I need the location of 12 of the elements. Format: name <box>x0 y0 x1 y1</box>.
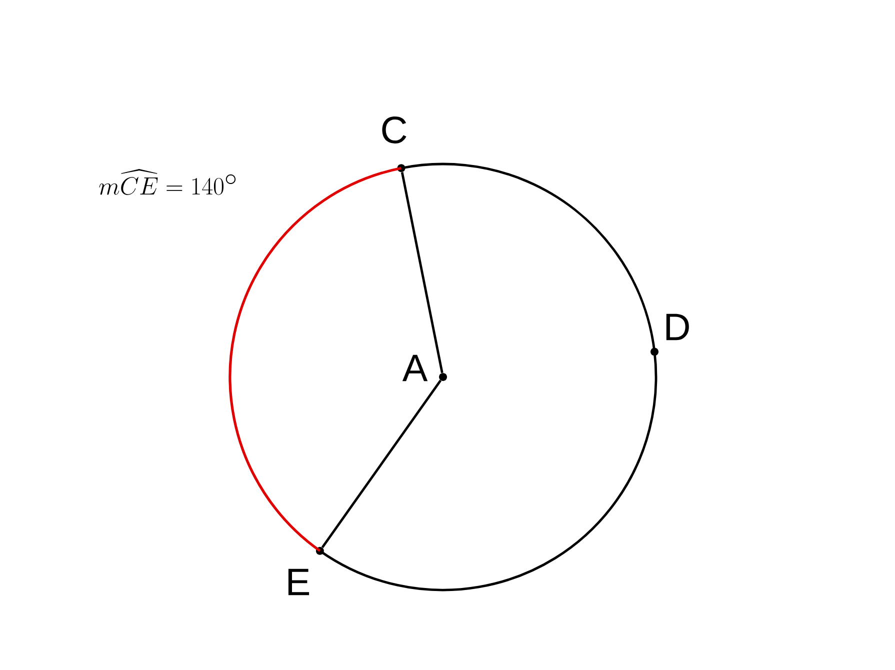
point-dot <box>316 546 324 555</box>
point-label: C <box>382 116 406 144</box>
point-dot <box>650 348 658 356</box>
point-label: E <box>288 568 310 596</box>
radius-line <box>400 172 444 374</box>
radius-line <box>321 380 442 548</box>
point-label: D <box>666 314 689 340</box>
arc-measure: $m\widehat{CE} = 140^\circ$ <box>99 168 236 195</box>
point-dot <box>397 164 406 172</box>
circle-arc <box>229 166 402 552</box>
point-dot <box>439 373 447 381</box>
point-label: A <box>402 354 428 382</box>
